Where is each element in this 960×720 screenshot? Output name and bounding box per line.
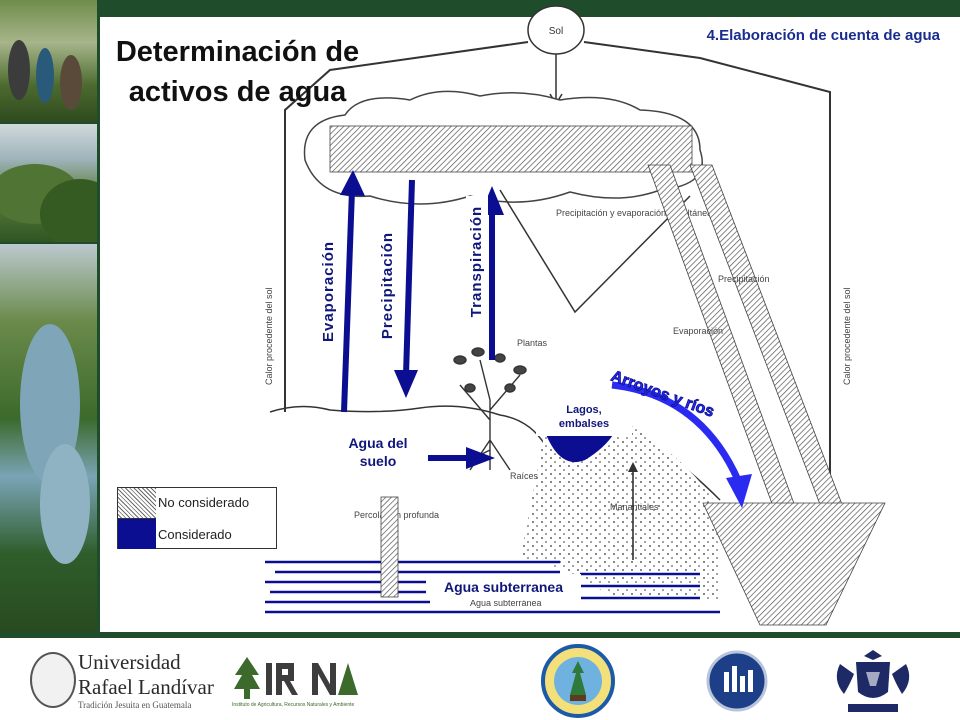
soil-water-arrowhead — [466, 447, 495, 469]
url-line1: Universidad — [78, 650, 181, 674]
springs-text: Manantiales — [610, 502, 659, 512]
precipitation-label: Precipitación — [373, 216, 403, 354]
evaporation-label: Evaporación — [316, 228, 342, 354]
outflow-not-considered — [702, 502, 886, 626]
iarna-subtitle: Instituto de Agricultura, Recursos Natur… — [232, 702, 355, 708]
heat-right-text: Calor procedente del sol — [842, 287, 852, 385]
percolation-band — [380, 496, 399, 598]
groundwater-lines — [265, 560, 720, 614]
url-tagline: Tradición Jesuita en Guatemala — [78, 700, 192, 710]
plants-text: Plantas — [517, 338, 548, 348]
iarna-logo: Instituto de Agricultura, Recursos Natur… — [232, 655, 362, 713]
section-label: 4.Elaboración de cuenta de agua — [706, 27, 940, 44]
lakes-label: Lagos, embalses — [536, 398, 632, 436]
plant — [453, 347, 527, 471]
soil-water-label: Agua del suelo — [328, 428, 428, 476]
page-title: Determinación de activos de agua — [115, 36, 360, 108]
groundwater-bg-text: Agua subterránea — [470, 598, 542, 608]
evap-right-text: Evaporación — [673, 326, 723, 336]
water-cycle-diagram: Sol Calor procedente del sol Calor proce… — [264, 5, 886, 626]
legend: No considerado Considerado — [117, 487, 277, 549]
roots-text: Raíces — [510, 471, 539, 481]
simultaneous-text: Precipitación y evaporación simultánea — [556, 208, 712, 218]
forest-hills-photo — [0, 124, 97, 242]
soil-dotted — [520, 418, 720, 600]
photo-strip — [0, 0, 100, 632]
legend-hatched-swatch — [118, 488, 156, 519]
evaporation-arrowhead — [340, 170, 365, 196]
iarna-tree-icon — [234, 657, 260, 699]
top-bar — [0, 0, 960, 17]
legend-not-considered: No considerado — [158, 495, 250, 510]
precip-right-text: Precipitación — [718, 274, 770, 284]
url-logo: Universidad Rafael Landívar Tradición Je… — [30, 650, 214, 714]
streams-arrow — [611, 381, 742, 482]
netherlands-coat-of-arms-icon — [836, 650, 910, 712]
iarna-letters-icon — [266, 663, 298, 695]
precipitation-arrowhead — [394, 370, 418, 398]
url-crest-icon — [30, 652, 76, 708]
river-landscape-photo — [0, 244, 97, 632]
url-line2: Rafael Landívar — [78, 675, 214, 699]
sun-label: Sol — [549, 26, 563, 37]
atmosphere-not-considered — [329, 125, 693, 173]
lake-basin — [545, 432, 615, 463]
ine-logo-icon — [706, 650, 768, 712]
iarna-na-icon — [312, 663, 358, 695]
logo-bar — [0, 638, 960, 720]
heat-left-text: Calor procedente del sol — [264, 287, 274, 385]
people-greenhouse-photo — [0, 0, 97, 122]
transpiration-label: Transpiración — [466, 196, 488, 326]
legend-considered: Considerado — [158, 527, 232, 542]
banguat-seal-icon — [541, 644, 615, 718]
bottom-band — [0, 632, 960, 638]
groundwater-label: Agua subterranea — [426, 574, 581, 600]
legend-blue-swatch — [118, 519, 156, 549]
